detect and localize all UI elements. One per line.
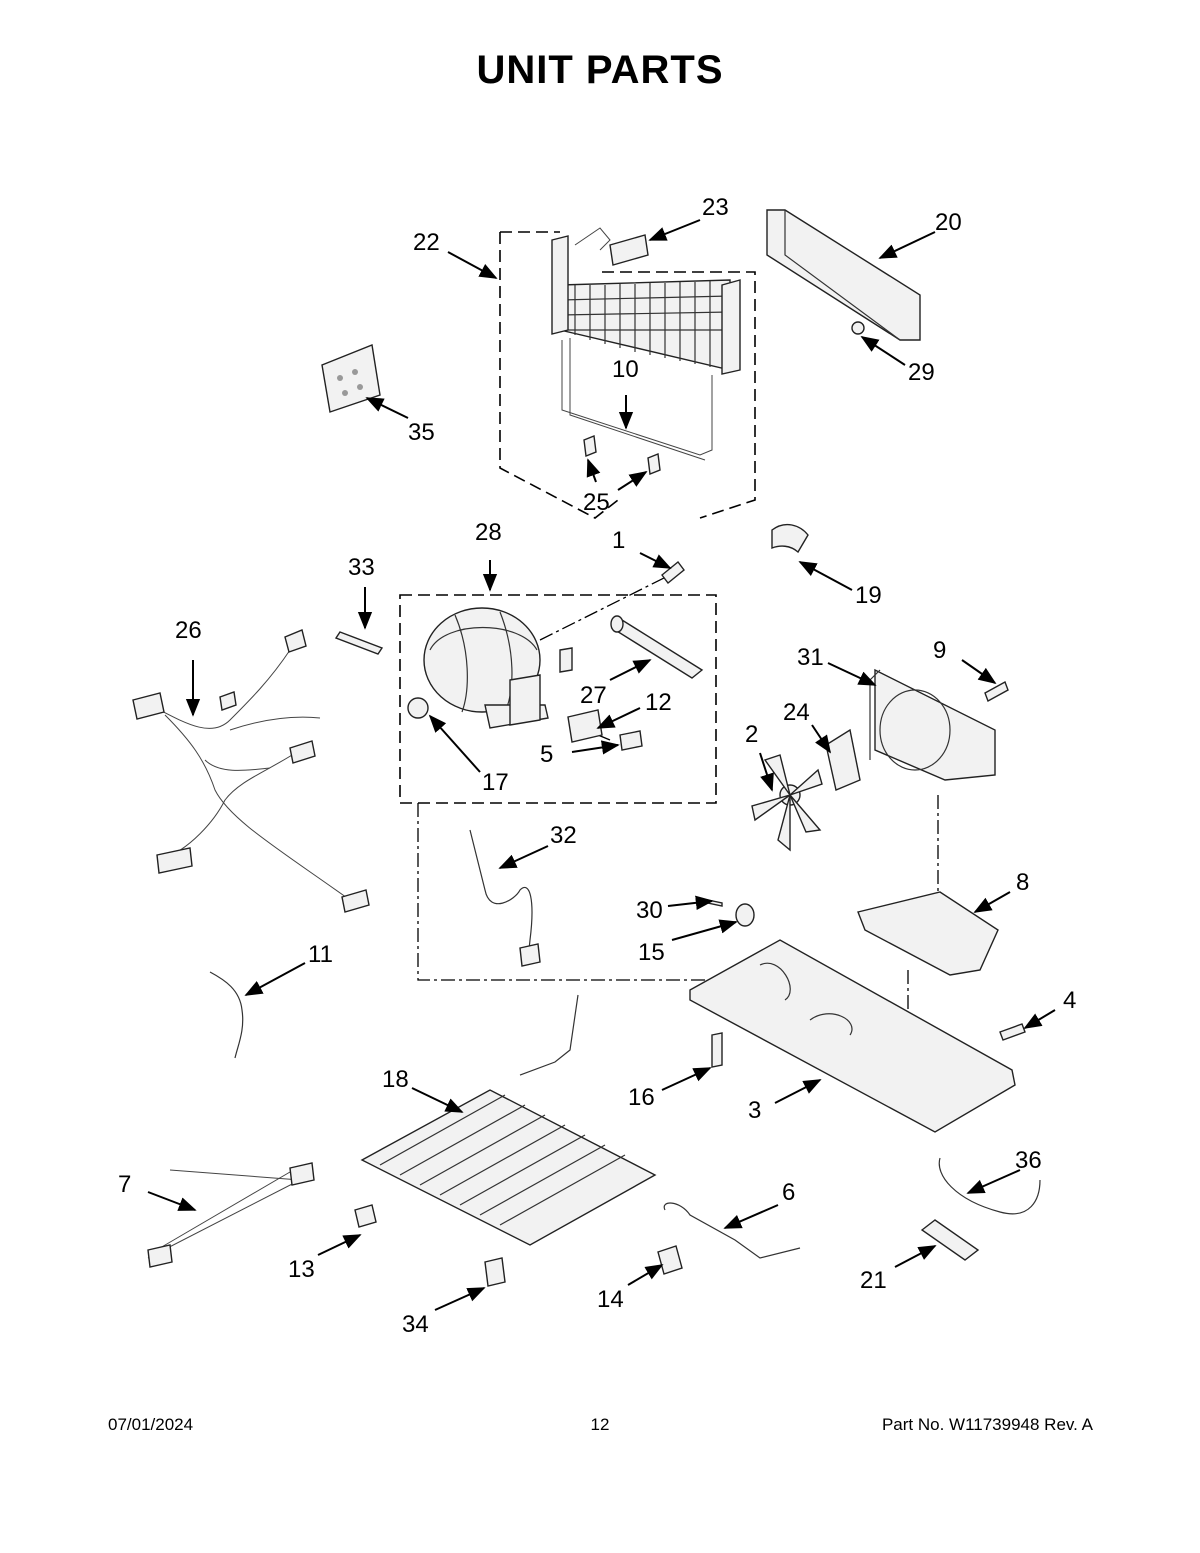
condenser-part	[360, 994, 657, 1246]
bolt-16-part	[711, 1032, 723, 1068]
callout-33: 33	[348, 554, 375, 581]
screw-9-part	[984, 680, 1009, 703]
callout-28: 28	[475, 519, 502, 546]
start-relay-part	[567, 709, 603, 743]
compressor-part	[423, 607, 573, 729]
footer-part-number: Part No. W11739948 Rev. A	[881, 1415, 1093, 1434]
page-number: 12	[590, 1415, 610, 1434]
grommet-15-part	[735, 903, 755, 927]
callout-31: 31	[797, 644, 824, 671]
wire-harness-part	[132, 629, 370, 913]
callout-11: 11	[308, 941, 333, 968]
callout-21: 21	[860, 1267, 887, 1294]
callout-34: 34	[402, 1311, 429, 1338]
callout-19: 19	[855, 582, 882, 609]
callout-18: 18	[382, 1066, 409, 1093]
callout-13: 13	[288, 1256, 315, 1283]
fan-motor-part	[825, 728, 861, 791]
callout-6: 6	[782, 1179, 795, 1206]
callout-23: 23	[702, 194, 729, 221]
callout-36: 36	[1015, 1147, 1042, 1174]
callout-10: 10	[612, 356, 639, 383]
callout-14: 14	[597, 1286, 624, 1313]
fan-shroud-part	[869, 668, 996, 781]
fan-blade-part	[751, 754, 823, 852]
footer-date: 07/01/2024	[108, 1415, 194, 1434]
callout-12: 12	[645, 689, 672, 716]
drain-tube-part	[209, 971, 244, 1059]
thermistor-34-part	[484, 1257, 506, 1287]
callout-29: 29	[908, 359, 935, 386]
screw-4-part	[999, 1023, 1026, 1041]
callout-8: 8	[1016, 869, 1029, 896]
callout-26: 26	[175, 617, 202, 644]
grommet-part	[407, 697, 429, 719]
evaporator-cover-part	[766, 209, 921, 341]
callout-27: 27	[580, 682, 607, 709]
leader-arrows	[147, 219, 1056, 1311]
filter-drier-part	[610, 615, 704, 679]
sleeve-14-part	[657, 1245, 683, 1275]
evaporator-part	[551, 227, 741, 461]
callout-3: 3	[748, 1097, 761, 1124]
power-harness-part	[147, 1162, 315, 1268]
evaporator-assembly-frame	[499, 231, 756, 519]
callout-15: 15	[638, 939, 665, 966]
page-title: UNIT PARTS	[476, 48, 724, 92]
suction-line-part	[469, 829, 533, 961]
callout-24: 24	[783, 699, 810, 726]
callout-20: 20	[935, 209, 962, 236]
strap-part	[334, 631, 384, 655]
callout-30: 30	[636, 897, 663, 924]
overload-part	[619, 730, 643, 751]
screw-29-part	[851, 321, 865, 335]
callout-25: 25	[583, 489, 610, 516]
tube-36-part	[938, 1157, 1041, 1215]
fitting-part	[661, 560, 685, 585]
foam-strip-part	[609, 234, 649, 266]
callout-22: 22	[413, 229, 440, 256]
callout-32: 32	[550, 822, 577, 849]
callout-9: 9	[933, 637, 946, 664]
callout-16: 16	[628, 1084, 655, 1111]
clip-13-part	[354, 1204, 377, 1228]
callout-35: 35	[408, 419, 435, 446]
mounting-bracket-part	[857, 891, 999, 976]
callout-4: 4	[1063, 987, 1076, 1014]
callout-1: 1	[612, 527, 625, 554]
tube-6-part	[663, 1202, 801, 1259]
callout-2: 2	[745, 721, 758, 748]
insulation-21-part	[920, 1219, 980, 1261]
control-board-part	[321, 344, 381, 413]
callout-5: 5	[540, 741, 553, 768]
unit-base-part	[689, 939, 1016, 1133]
compressor-assembly-frame	[399, 594, 717, 804]
tube-clip-part	[771, 523, 809, 554]
callout-labels: 1 2 3 4 5 6 7 8 9 10 11 12 13 14 15 16 1…	[118, 194, 1076, 1338]
callout-17: 17	[482, 769, 509, 796]
callout-7: 7	[118, 1171, 131, 1198]
heater-clips-part	[583, 435, 661, 475]
